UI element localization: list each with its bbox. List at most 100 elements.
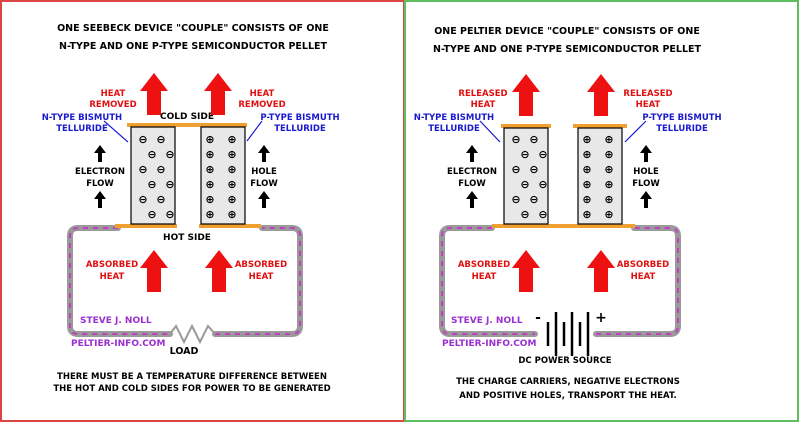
charge-carrier-symbol: ⊕ <box>582 193 591 206</box>
right-electron-flow-arrows <box>466 145 478 208</box>
left-p-carriers: ⊕⊕⊕⊕⊕⊕⊕⊕⊕⊕⊕⊕ <box>205 133 236 221</box>
charge-carrier-symbol: ⊕ <box>582 208 591 221</box>
charge-carrier-symbol: ⊕ <box>227 133 236 146</box>
load-label: LOAD <box>170 346 199 357</box>
right-n-carriers: ⊖⊖⊖⊖⊖⊖⊖⊖⊖⊖⊖⊖ <box>511 133 547 221</box>
charge-carrier-symbol: ⊕ <box>582 133 591 146</box>
load-resistor <box>169 323 216 345</box>
left-absorbed-2a: ABSORBED <box>235 260 287 270</box>
right-absorbed-2b: HEAT <box>631 272 656 282</box>
charge-carrier-symbol: ⊕ <box>227 148 236 161</box>
charge-carrier-symbol: ⊕ <box>604 163 613 176</box>
charge-carrier-symbol: ⊕ <box>227 178 236 191</box>
cold-side-label: COLD SIDE <box>160 112 214 122</box>
charge-carrier-symbol: ⊖ <box>529 133 538 146</box>
left-p-pellet <box>200 126 246 225</box>
left-n-type-label-2: TELLURIDE <box>56 124 108 134</box>
left-electron-flow-arrows <box>94 145 106 208</box>
right-electron-label-1: ELECTRON <box>447 167 497 177</box>
right-hole-label-1: HOLE <box>633 167 659 177</box>
left-n-carriers: ⊖⊖⊖⊖⊖⊖⊖⊖⊖⊖⊖⊖ <box>138 133 174 221</box>
right-p-carriers: ⊕⊕⊕⊕⊕⊕⊕⊕⊕⊕⊕⊕ <box>582 133 613 221</box>
left-hole-flow-arrows <box>258 145 270 208</box>
charge-carrier-symbol: ⊖ <box>147 208 156 221</box>
left-title-line1: ONE SEEBECK DEVICE "COUPLE" CONSISTS OF … <box>57 23 329 34</box>
charge-carrier-symbol: ⊕ <box>582 148 591 161</box>
left-heat-removed-1a: HEAT <box>101 89 126 99</box>
left-heat-removed-arrow-1 <box>140 73 168 115</box>
right-footer-1: THE CHARGE CARRIERS, NEGATIVE ELECTRONS <box>456 377 680 387</box>
right-absorbed-2a: ABSORBED <box>617 260 669 270</box>
battery-minus: - <box>535 310 541 326</box>
left-website: PELTIER-INFO.COM <box>71 339 165 349</box>
right-hole-label-2: FLOW <box>632 179 660 189</box>
charge-carrier-symbol: ⊕ <box>205 148 214 161</box>
left-hole-label-1: HOLE <box>251 167 277 177</box>
left-panel: ONE SEEBECK DEVICE "COUPLE" CONSISTS OF … <box>42 23 340 394</box>
right-panel-border <box>404 0 799 422</box>
charge-carrier-symbol: ⊖ <box>138 193 147 206</box>
charge-carrier-symbol: ⊖ <box>520 148 529 161</box>
right-released-arrow-1 <box>512 74 540 116</box>
right-absorbed-1a: ABSORBED <box>458 260 510 270</box>
left-p-type-label-2: TELLURIDE <box>274 124 326 134</box>
right-n-pellet <box>503 127 549 225</box>
right-title-line1: ONE PELTIER DEVICE "COUPLE" CONSISTS OF … <box>434 26 700 37</box>
left-p-type-pointer <box>246 120 263 142</box>
charge-carrier-symbol: ⊕ <box>227 163 236 176</box>
right-released-2a: RELEASED <box>623 89 672 99</box>
dc-battery <box>546 312 590 356</box>
right-absorbed-1b: HEAT <box>472 272 497 282</box>
charge-carrier-symbol: ⊖ <box>520 178 529 191</box>
charge-carrier-symbol: ⊕ <box>205 133 214 146</box>
charge-carrier-symbol: ⊕ <box>205 208 214 221</box>
charge-carrier-symbol: ⊕ <box>205 193 214 206</box>
charge-carrier-symbol: ⊖ <box>511 193 520 206</box>
charge-carrier-symbol: ⊕ <box>604 148 613 161</box>
right-cold-plate-n <box>501 124 551 128</box>
right-panel: ONE PELTIER DEVICE "COUPLE" CONSISTS OF … <box>414 26 722 401</box>
charge-carrier-symbol: ⊖ <box>156 193 165 206</box>
left-n-type-pointer <box>103 120 129 143</box>
left-heat-removed-arrow-2 <box>204 73 232 115</box>
left-heat-removed-2b: REMOVED <box>238 100 285 110</box>
left-footer-1: THERE MUST BE A TEMPERATURE DIFFERENCE B… <box>57 372 327 382</box>
charge-carrier-symbol: ⊖ <box>156 133 165 146</box>
right-n-type-label-1: N-TYPE BISMUTH <box>414 113 494 123</box>
left-p-type-label-1: P-TYPE BISMUTH <box>260 113 339 123</box>
right-released-2b: HEAT <box>636 100 661 110</box>
charge-carrier-symbol: ⊖ <box>538 208 547 221</box>
right-footer-2: AND POSITIVE HOLES, TRANSPORT THE HEAT. <box>459 391 676 401</box>
charge-carrier-symbol: ⊕ <box>227 208 236 221</box>
charge-carrier-symbol: ⊕ <box>205 178 214 191</box>
charge-carrier-symbol: ⊖ <box>529 193 538 206</box>
right-cold-plate-p <box>573 124 627 128</box>
charge-carrier-symbol: ⊕ <box>604 133 613 146</box>
charge-carrier-symbol: ⊕ <box>604 208 613 221</box>
right-p-pellet <box>577 127 623 225</box>
left-hole-label-2: FLOW <box>250 179 278 189</box>
right-p-type-label-2: TELLURIDE <box>656 124 708 134</box>
left-absorbed-1a: ABSORBED <box>86 260 138 270</box>
right-author: STEVE J. NOLL <box>451 316 523 326</box>
charge-carrier-symbol: ⊖ <box>520 208 529 221</box>
right-p-type-label-1: P-TYPE BISMUTH <box>642 113 721 123</box>
left-electron-label-1: ELECTRON <box>75 167 125 177</box>
right-website: PELTIER-INFO.COM <box>442 339 536 349</box>
right-hole-flow-arrows <box>640 145 652 208</box>
left-circuit-wire <box>67 225 303 337</box>
left-n-type-label-1: N-TYPE BISMUTH <box>42 113 122 123</box>
charge-carrier-symbol: ⊖ <box>147 148 156 161</box>
charge-carrier-symbol: ⊖ <box>165 178 174 191</box>
right-p-type-pointer <box>624 120 647 143</box>
charge-carrier-symbol: ⊕ <box>604 193 613 206</box>
charge-carrier-symbol: ⊖ <box>529 163 538 176</box>
charge-carrier-symbol: ⊖ <box>511 133 520 146</box>
right-n-type-label-2: TELLURIDE <box>428 124 480 134</box>
right-electron-label-2: FLOW <box>458 179 486 189</box>
hot-side-label: HOT SIDE <box>163 233 211 243</box>
charge-carrier-symbol: ⊖ <box>538 178 547 191</box>
charge-carrier-symbol: ⊖ <box>138 163 147 176</box>
